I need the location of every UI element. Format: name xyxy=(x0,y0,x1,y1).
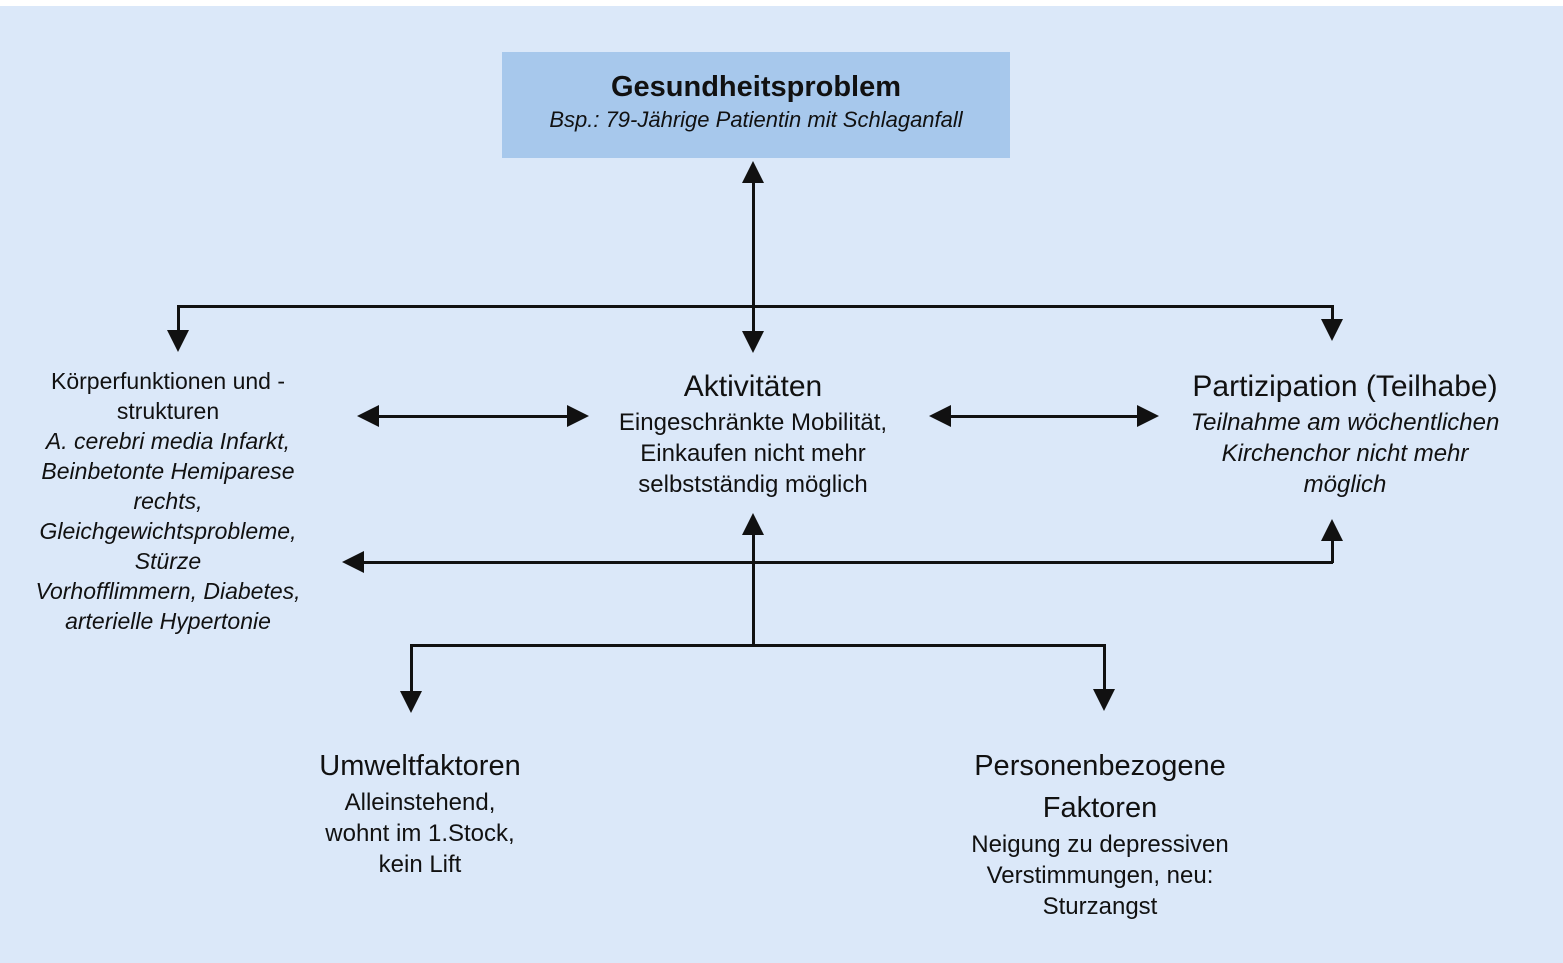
participation-detail: Teilnahme am wöchentlichen xyxy=(1190,409,1500,436)
body-functions-block: Körperfunktionen und - strukturen A. cer… xyxy=(23,366,313,636)
top-connector-left-elbow xyxy=(177,305,180,331)
body-functions-detail: Stürze xyxy=(134,548,202,574)
arrow-up-icon xyxy=(1321,519,1343,541)
environment-detail: Alleinstehend, xyxy=(344,789,496,816)
participation-detail: möglich xyxy=(1303,471,1387,498)
body-functions-detail: rechts, xyxy=(133,488,203,514)
arrow-left-icon xyxy=(929,405,951,427)
mid-connector-line xyxy=(364,561,1333,564)
activities-title: Aktivitäten xyxy=(683,370,823,403)
personal-detail: Verstimmungen, neu: xyxy=(986,862,1214,889)
health-problem-title: Gesundheitsproblem xyxy=(610,71,902,103)
activities-detail: Einkaufen nicht mehr xyxy=(640,440,866,467)
body-functions-title-line2: strukturen xyxy=(116,398,220,424)
arrow-health-activities-line xyxy=(752,180,755,335)
top-connector-line xyxy=(178,305,1334,308)
body-functions-detail: Vorhofflimmern, Diabetes, xyxy=(35,578,301,604)
personal-detail: Sturzangst xyxy=(1042,893,1158,920)
participation-block: Partizipation (Teilhabe) Teilnahme am wö… xyxy=(1155,367,1535,500)
arrow-down-icon xyxy=(1321,319,1343,341)
participation-title: Partizipation (Teilhabe) xyxy=(1192,370,1498,403)
personal-title-line2: Faktoren xyxy=(1042,792,1158,824)
personal-detail: Neigung zu depressiven xyxy=(971,831,1229,858)
arrow-down-icon xyxy=(742,331,764,353)
arrow-right-icon xyxy=(1137,405,1159,427)
activities-detail: selbstständig möglich xyxy=(638,471,868,498)
environment-block: Umweltfaktoren Alleinstehend, wohnt im 1… xyxy=(270,745,570,880)
arrow-right-icon xyxy=(567,405,589,427)
body-functions-detail: Gleichgewichtsprobleme, xyxy=(39,518,297,544)
bottom-connector-left-elbow xyxy=(410,644,413,692)
arrow-left-icon xyxy=(357,405,379,427)
personal-block: Personenbezogene Faktoren Neigung zu dep… xyxy=(930,745,1270,922)
activities-block: Aktivitäten Eingeschränkte Mobilität, Ei… xyxy=(583,367,923,500)
environment-detail: wohnt im 1.Stock, xyxy=(325,820,515,847)
arrow-up-icon xyxy=(742,513,764,535)
body-functions-title-line1: Körperfunktionen und - xyxy=(51,368,285,394)
body-functions-detail: arterielle Hypertonie xyxy=(65,608,271,634)
top-connector-right-elbow xyxy=(1331,305,1334,321)
arrow-down-icon xyxy=(167,330,189,352)
arrow-activities-participation-line xyxy=(950,415,1138,418)
mid-connector-right-elbow xyxy=(1331,540,1334,563)
environment-detail: kein Lift xyxy=(378,851,462,878)
arrow-down-icon xyxy=(1093,689,1115,711)
health-problem-box: Gesundheitsproblem Bsp.: 79-Jährige Pati… xyxy=(502,52,1010,158)
body-functions-detail: A. cerebri media Infarkt, xyxy=(45,428,291,454)
participation-detail: Kirchenchor nicht mehr xyxy=(1221,440,1469,467)
health-problem-example: Bsp.: 79-Jährige Patientin mit Schlaganf… xyxy=(549,107,963,132)
factors-activities-line xyxy=(752,534,755,646)
body-functions-detail: Beinbetonte Hemiparese xyxy=(41,458,295,484)
arrow-down-icon xyxy=(400,691,422,713)
bottom-connector-line xyxy=(410,644,1106,647)
activities-detail: Eingeschränkte Mobilität, xyxy=(618,409,888,436)
bottom-connector-right-elbow xyxy=(1103,644,1106,690)
environment-title: Umweltfaktoren xyxy=(319,750,521,782)
arrow-bodyfunctions-activities-line xyxy=(376,415,572,418)
personal-title-line1: Personenbezogene xyxy=(974,750,1226,782)
arrow-up-icon xyxy=(742,161,764,183)
top-white-strip xyxy=(0,0,1563,6)
arrow-left-icon xyxy=(342,551,364,573)
